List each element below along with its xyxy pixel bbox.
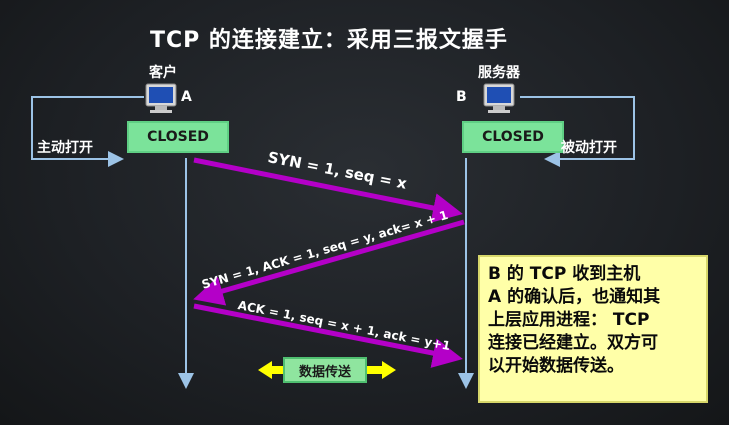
- client-computer-icon: [145, 83, 177, 113]
- server-open-arrow: [520, 96, 635, 167]
- server-letter: B: [456, 89, 467, 105]
- server-closed-state: CLOSED: [462, 121, 564, 153]
- note-line: 以开始数据传送。: [488, 356, 624, 376]
- client-label: 客户: [149, 65, 177, 81]
- note-line: A 的确认后，也通知其: [488, 287, 661, 307]
- server-action-label: 被动打开: [561, 140, 617, 156]
- client-closed-state: CLOSED: [127, 121, 229, 153]
- note-line: 上层应用进程： TCP: [488, 310, 650, 330]
- server-label: 服务器: [478, 65, 520, 81]
- client-open-arrow: [31, 96, 144, 167]
- note-line: B 的 TCP 收到主机: [488, 264, 641, 284]
- client-letter: A: [181, 89, 192, 105]
- syn-arrow: [193, 157, 463, 223]
- note-line: 连接已经建立。双方可: [488, 333, 658, 353]
- explanation-note: B 的 TCP 收到主机 A 的确认后，也通知其 上层应用进程： TCP 连接已…: [478, 255, 708, 403]
- data-transfer-label: 数据传送: [283, 357, 367, 383]
- server-computer-icon: [483, 83, 515, 113]
- ack-arrow: [193, 303, 463, 368]
- data-transfer-arrow: [258, 361, 396, 379]
- syn-ack-arrow: [193, 219, 465, 306]
- client-action-label: 主动打开: [37, 140, 93, 156]
- diagram-title: TCP 的连接建立：采用三报文握手: [150, 28, 508, 53]
